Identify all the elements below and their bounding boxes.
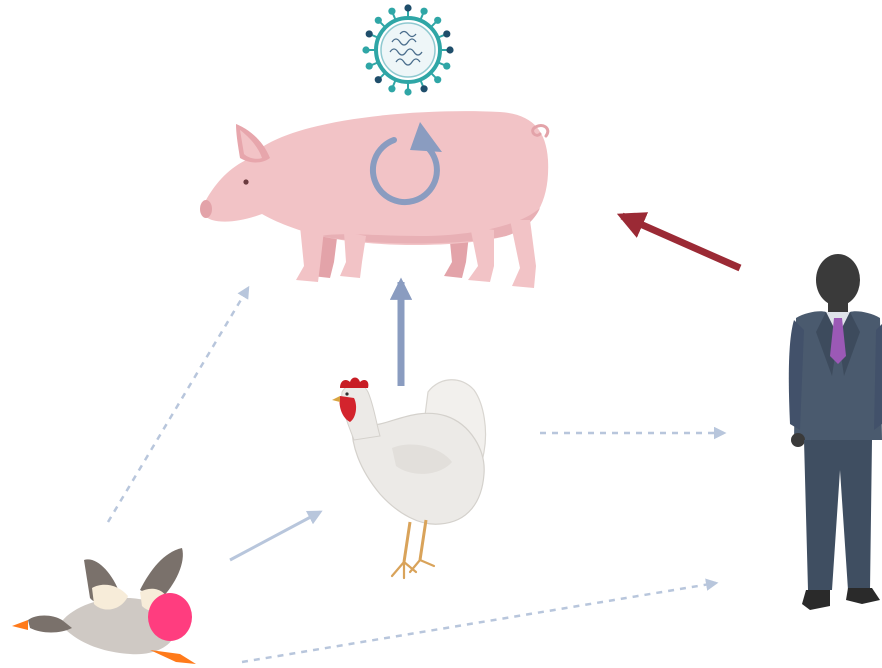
- edge-human-to-pig: [622, 216, 740, 268]
- edge-goose-to-chicken: [230, 512, 320, 560]
- human-icon: [789, 254, 882, 610]
- virus-icon: [362, 4, 453, 95]
- edge-goose-to-pig: [108, 288, 248, 522]
- pig-icon: [200, 111, 548, 288]
- edge-goose-to-human: [242, 583, 716, 662]
- chicken-icon: [332, 378, 486, 579]
- goose-icon: [12, 548, 196, 664]
